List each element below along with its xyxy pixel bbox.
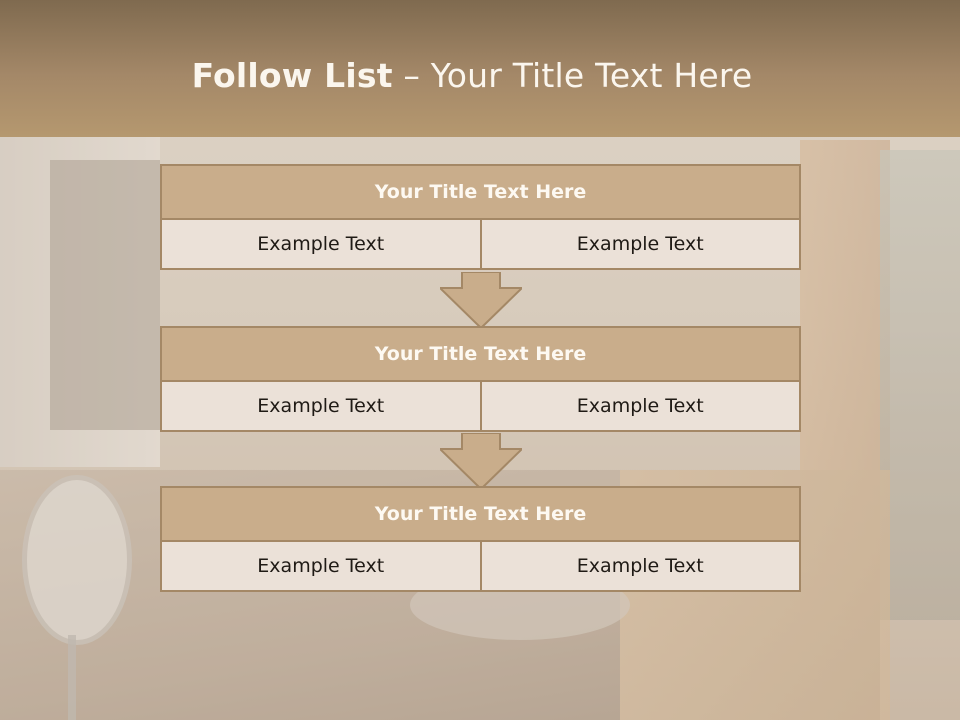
bg-mirror-stand xyxy=(68,635,76,720)
list-block-3: Your Title Text Here Example Text Exampl… xyxy=(160,486,801,592)
block-cell-left: Example Text xyxy=(160,382,482,432)
slide-title-rest: – Your Title Text Here xyxy=(392,56,753,95)
block-row: Example Text Example Text xyxy=(160,220,801,270)
block-cell-left: Example Text xyxy=(160,220,482,270)
slide-title: Follow List – Your Title Text Here xyxy=(0,56,944,95)
block-cell-right: Example Text xyxy=(481,542,801,592)
bg-mirror xyxy=(22,475,132,645)
block-cell-left: Example Text xyxy=(160,542,482,592)
block-cell-right: Example Text xyxy=(481,220,801,270)
bg-cabinet xyxy=(50,160,160,430)
block-title: Your Title Text Here xyxy=(160,486,801,542)
block-row: Example Text Example Text xyxy=(160,542,801,592)
down-arrow-icon xyxy=(440,272,522,328)
block-title: Your Title Text Here xyxy=(160,164,801,220)
block-row: Example Text Example Text xyxy=(160,382,801,432)
header-bar: Follow List – Your Title Text Here xyxy=(0,0,960,137)
slide-title-bold: Follow List xyxy=(191,56,393,95)
list-block-1: Your Title Text Here Example Text Exampl… xyxy=(160,164,801,270)
down-arrow-icon xyxy=(440,433,522,489)
block-title: Your Title Text Here xyxy=(160,326,801,382)
list-block-2: Your Title Text Here Example Text Exampl… xyxy=(160,326,801,432)
block-cell-right: Example Text xyxy=(481,382,801,432)
bg-window xyxy=(880,150,960,620)
